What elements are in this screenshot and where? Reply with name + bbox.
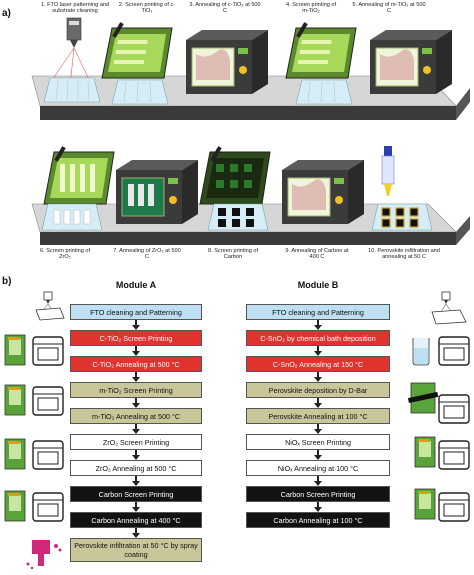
- screen-printer-c-tio2: [101, 22, 173, 79]
- laser-icon-module-b: [431, 291, 467, 325]
- screen-printer-icon-a2: [4, 384, 26, 416]
- module-a-step-5: m-TiO₂ Annealing at 500 °C: [70, 408, 202, 424]
- module-a-step-3: C-TiO₂ Annealing at 500 °C: [70, 356, 202, 372]
- module-b-arrow-5: [314, 424, 322, 434]
- substrate-perovskite: [371, 203, 433, 231]
- module-b-step-2: C-SnO₂ by chemical bath deposition: [246, 330, 390, 346]
- perovskite-pipette-icon: [381, 146, 395, 196]
- module-b-arrow-8: [314, 502, 322, 512]
- module-b-arrow-4: [314, 398, 322, 408]
- module-b-step-1: FTO cleaning and Patterning: [246, 304, 390, 320]
- caption-step-10: 10. Perovskite infiltration and annealin…: [368, 248, 440, 261]
- module-a-step-10: Perovskite infiltration at 50 °C by spra…: [70, 538, 202, 562]
- caption-step-9: 9. Annealing of Carbon at 400 C: [285, 248, 349, 261]
- screen-printer-icon-b2: [414, 488, 436, 520]
- module-a-step-6: ZrO₂ Screen Printing: [70, 434, 202, 450]
- module-a-step-9: Carbon Annealing at 400 °C: [70, 512, 202, 528]
- screen-printer-zro2: [43, 146, 115, 205]
- module-a-arrow-7: [132, 476, 140, 486]
- laser-head-icon: [47, 17, 93, 87]
- module-b-step-4: Perovskite deposition by D-Bar: [246, 382, 390, 398]
- module-b-arrow-7: [314, 476, 322, 486]
- spray-coater-icon: [26, 540, 62, 570]
- furnace-c-tio2: [186, 30, 268, 94]
- module-b-arrow-6: [314, 450, 322, 460]
- module-a-step-2: C-TiO₂ Screen Printing: [70, 330, 202, 346]
- module-a-step-4: m-TiO₂ Screen Printing: [70, 382, 202, 398]
- module-a-step-8: Carbon Screen Printing: [70, 486, 202, 502]
- module-a-step-1: FTO cleaning and Patterning: [70, 304, 202, 320]
- oven-icon-a2: [32, 386, 64, 416]
- substrate-carbon: [207, 203, 269, 231]
- substrate-m-tio2: [295, 79, 353, 105]
- module-b-step-9: Carbon Annealing at 100 °C: [246, 512, 390, 528]
- module-b-arrow-3: [314, 372, 322, 382]
- caption-step-5: 5. Annealing of m-TiO₂ at 500 C: [352, 2, 426, 15]
- laser-icon-module-a: [35, 291, 65, 321]
- furnace-carbon: [282, 160, 364, 224]
- module-b-arrow-2: [314, 346, 322, 356]
- screen-printer-icon-a4: [4, 490, 26, 522]
- oven-icon-b3: [438, 440, 470, 470]
- module-a-arrow-9: [132, 528, 140, 538]
- caption-step-1: 1. FTO laser patterning and substrate cl…: [40, 2, 110, 15]
- module-b-step-7: NiOₓ Annealing at 100 °C: [246, 460, 390, 476]
- module-b-step-5: Perovskite Annealing at 100 °C: [246, 408, 390, 424]
- module-a-arrow-5: [132, 424, 140, 434]
- panel-a-label: a): [2, 8, 11, 19]
- module-a-arrow-8: [132, 502, 140, 512]
- screen-printer-icon-b1: [414, 436, 436, 468]
- furnace-m-tio2: [370, 30, 452, 94]
- module-a-arrow-3: [132, 372, 140, 382]
- caption-step-6: 6. Screen printing of ZrO₂: [39, 248, 91, 261]
- beaker-icon: [412, 338, 430, 366]
- oven-icon-a1: [32, 336, 64, 366]
- module-a-arrow-2: [132, 346, 140, 356]
- substrate-c-tio2: [111, 79, 169, 105]
- screen-printer-m-tio2: [285, 22, 357, 79]
- screen-printer-icon-a3: [4, 438, 26, 470]
- panel-b-label: b): [2, 276, 12, 287]
- caption-step-8: 8. Screen printing of Carbon: [207, 248, 259, 261]
- module-b-step-6: NiOₓ Screen Printing: [246, 434, 390, 450]
- module-b-title: Module B: [297, 280, 339, 290]
- module-a-step-7: ZrO₂ Annealing at 500 °C: [70, 460, 202, 476]
- screen-printer-icon-a1: [4, 334, 26, 366]
- caption-step-2: 2. Screen printing of c-TiO₂: [118, 2, 176, 15]
- furnace-zro2: [116, 160, 198, 224]
- oven-icon-b2: [438, 394, 470, 424]
- substrate-fto: [43, 77, 101, 103]
- module-b-arrow-1: [314, 320, 322, 330]
- module-a-arrow-6: [132, 450, 140, 460]
- oven-icon-a3: [32, 440, 64, 470]
- d-bar-coater-icon: [407, 382, 439, 414]
- oven-icon-b1: [438, 336, 470, 366]
- oven-icon-a4: [32, 492, 64, 522]
- module-a-arrow-4: [132, 398, 140, 408]
- module-b-step-3: C-SnO₂ Annealing at 150 °C: [246, 356, 390, 372]
- caption-step-4: 4. Screen printing of m-TiO₂: [285, 2, 337, 15]
- module-a-arrow-1: [132, 320, 140, 330]
- caption-step-3: 3. Annealing of c-TiO₂ at 500 C: [189, 2, 261, 15]
- caption-step-7: 7. Annealing of ZrO₂ at 500 C: [113, 248, 181, 261]
- module-a-title: Module A: [115, 280, 157, 290]
- screen-printer-carbon: [199, 146, 271, 205]
- module-b-step-8: Carbon Screen Printing: [246, 486, 390, 502]
- oven-icon-b4: [438, 492, 470, 522]
- substrate-zro2: [41, 203, 103, 231]
